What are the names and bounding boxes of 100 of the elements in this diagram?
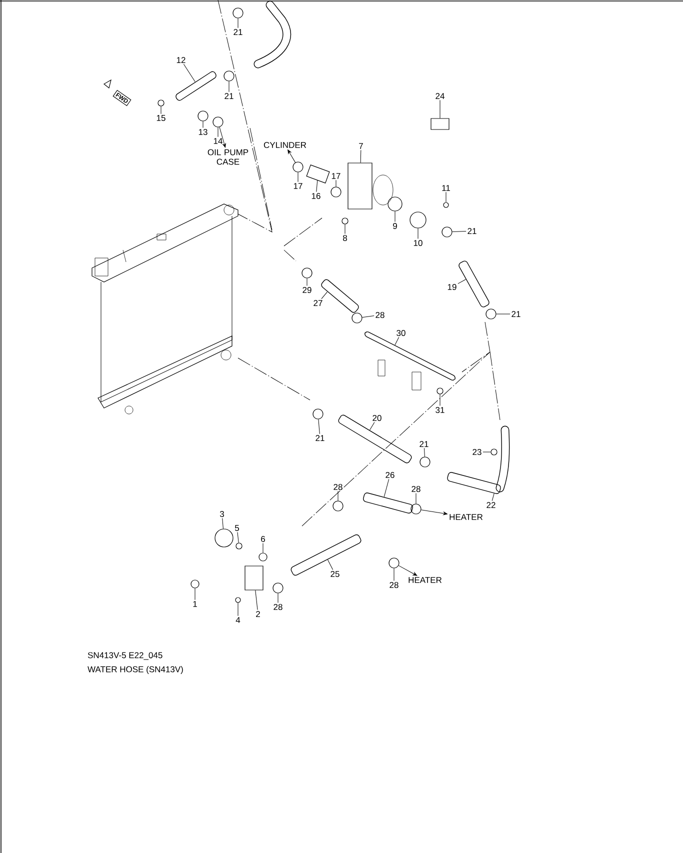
callout-number: 7 bbox=[359, 143, 363, 149]
part-drawing bbox=[158, 100, 164, 106]
part-drawing bbox=[442, 226, 452, 238]
leader-line bbox=[316, 180, 318, 192]
direction-label: HEATER bbox=[450, 514, 483, 520]
hose bbox=[447, 472, 501, 494]
callout-number: 21 bbox=[468, 228, 476, 234]
direction-arrow bbox=[420, 510, 448, 516]
callout-number: 21 bbox=[512, 311, 520, 317]
callout-number: 8 bbox=[343, 235, 347, 241]
leader-line bbox=[458, 279, 466, 284]
leader-line bbox=[262, 542, 264, 553]
part-drawing bbox=[420, 456, 430, 468]
callout-number: 11 bbox=[442, 185, 450, 191]
hose bbox=[176, 71, 216, 101]
hose bbox=[321, 279, 359, 313]
part-drawing bbox=[232, 8, 244, 18]
callout-number: 9 bbox=[393, 223, 397, 229]
callout-number: 4 bbox=[236, 617, 240, 623]
callout-number: 30 bbox=[396, 330, 406, 336]
part-drawing bbox=[236, 542, 242, 550]
callout-number: 19 bbox=[448, 284, 456, 290]
direction-label: OIL PUMP CASE bbox=[208, 149, 248, 165]
callout-number: 24 bbox=[436, 93, 444, 99]
part-drawing bbox=[352, 312, 362, 324]
part-drawing bbox=[312, 408, 324, 420]
callout-number: 28 bbox=[376, 312, 384, 318]
callout-number: 27 bbox=[314, 300, 322, 306]
callout-number: 28 bbox=[390, 582, 398, 588]
callout-number: 14 bbox=[214, 138, 222, 144]
callout-number: 31 bbox=[436, 407, 444, 413]
callout-number: 26 bbox=[386, 472, 394, 478]
callout-number: 28 bbox=[334, 484, 342, 490]
part-drawing bbox=[410, 504, 422, 514]
part-drawing bbox=[410, 212, 426, 228]
part-drawing bbox=[224, 70, 234, 82]
part-drawing bbox=[306, 164, 330, 184]
callout-number: 21 bbox=[420, 441, 428, 447]
callout-number: 29 bbox=[302, 287, 312, 293]
part-drawing bbox=[212, 116, 224, 128]
callout-number: 28 bbox=[412, 486, 420, 492]
part-drawing bbox=[258, 552, 268, 562]
leader-line bbox=[344, 224, 346, 234]
direction-arrow bbox=[398, 565, 418, 576]
leader-line bbox=[202, 121, 204, 128]
callout-number: 22 bbox=[486, 502, 496, 508]
leader-line bbox=[255, 590, 258, 610]
leader-line bbox=[318, 419, 320, 434]
leader-line bbox=[394, 336, 400, 346]
callout-number: 21 bbox=[224, 93, 234, 99]
callout-number: 23 bbox=[472, 449, 482, 455]
callout-number: 13 bbox=[198, 129, 208, 135]
hose bbox=[458, 260, 490, 308]
part-drawing bbox=[490, 448, 498, 456]
callout-number: 16 bbox=[312, 193, 320, 199]
part-drawing bbox=[198, 110, 208, 122]
part-drawing bbox=[330, 186, 342, 198]
part-drawing bbox=[388, 558, 400, 568]
leader-line bbox=[370, 422, 375, 430]
leader-line bbox=[306, 278, 308, 286]
hose bbox=[338, 414, 412, 464]
callout-number: 15 bbox=[156, 115, 166, 121]
callout-number: 17 bbox=[294, 183, 302, 189]
leader-line bbox=[321, 292, 328, 300]
part-drawing bbox=[302, 268, 312, 278]
part-drawing bbox=[443, 202, 449, 208]
part-drawing bbox=[214, 528, 234, 548]
part-drawing bbox=[342, 218, 348, 224]
callout-number: 28 bbox=[274, 604, 282, 610]
leader-line bbox=[452, 231, 466, 232]
leader-line bbox=[160, 106, 162, 114]
callout-number: 10 bbox=[414, 240, 422, 246]
leader-line bbox=[194, 588, 196, 600]
hose bbox=[290, 534, 362, 576]
part-drawing bbox=[388, 196, 402, 212]
leader-line bbox=[228, 81, 230, 92]
leader-line bbox=[183, 64, 196, 82]
part-drawing bbox=[486, 308, 496, 320]
direction-label: CYLINDER bbox=[264, 142, 306, 148]
callout-number: 20 bbox=[372, 415, 382, 421]
leader-line bbox=[492, 493, 494, 502]
part-drawing bbox=[244, 566, 264, 590]
part-drawing bbox=[332, 500, 344, 512]
part-drawing bbox=[436, 388, 444, 394]
direction-arrow bbox=[219, 126, 226, 148]
leader-line bbox=[362, 316, 374, 318]
drawing-code: SN413V-5 E22_045 bbox=[88, 652, 162, 660]
leader-line bbox=[394, 211, 396, 222]
leader-line bbox=[222, 518, 224, 529]
part-drawing bbox=[235, 597, 241, 603]
part-drawing bbox=[430, 118, 450, 130]
callout-number: 3 bbox=[220, 511, 224, 517]
part-drawing bbox=[190, 580, 200, 588]
callout-number: 5 bbox=[234, 525, 240, 531]
callout-number: 12 bbox=[176, 57, 186, 63]
callout-number: 25 bbox=[330, 571, 340, 577]
callout-number: 21 bbox=[316, 435, 324, 441]
leader-line bbox=[237, 532, 239, 543]
part-drawing bbox=[272, 582, 284, 594]
leader-line bbox=[384, 478, 390, 498]
